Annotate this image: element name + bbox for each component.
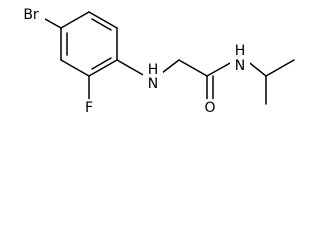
amide-h-label: H [235, 43, 246, 59]
oxygen-label: O [204, 100, 215, 116]
methylene-carbonyl-bond [178, 59, 208, 77]
carbonyl-nitrogen-bond [206, 61, 233, 77]
fluoro-label-bg [82, 99, 96, 117]
bromo-label: Br [23, 7, 39, 23]
ring-double-bond-top [91, 18, 112, 31]
ring-double-bond-bottom [91, 57, 112, 70]
ring-bond-4 [88, 59, 118, 77]
amine-label-bg [143, 66, 163, 88]
amine-h-label: H [148, 62, 159, 78]
fluoro-label: F [85, 100, 93, 116]
ring-bond-5 [60, 59, 90, 77]
molecule-structure: Br F H N O N H [17, 6, 295, 117]
amide-nitrogen-label-bg [230, 51, 250, 71]
bromo-label-bg [17, 6, 45, 24]
ring-bond-2 [88, 11, 118, 29]
isopropyl-methyl-top-bond [265, 59, 295, 77]
amine-n-label: N [148, 76, 158, 92]
aryl-nitrogen-bond [116, 59, 146, 77]
oxygen-label-bg [204, 99, 218, 117]
ring-bond-1 [60, 11, 90, 29]
amide-nitrogen-label: N [235, 58, 245, 74]
